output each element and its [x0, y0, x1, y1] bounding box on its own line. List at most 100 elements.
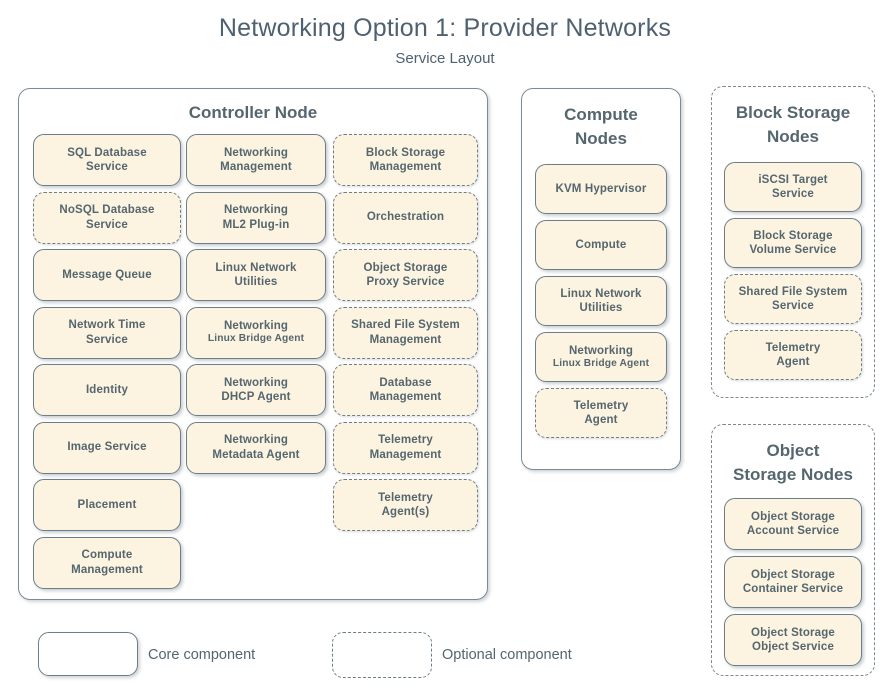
box-label-line1: Networking	[223, 434, 289, 447]
controller-c1-placement[interactable]: Placement	[33, 479, 181, 531]
box-label-line1: Object Storage	[751, 626, 835, 639]
box-label-line1: Networking	[223, 320, 289, 333]
box-label-line1: Networking	[223, 204, 289, 217]
box-label-line2: DHCP Agent	[221, 391, 291, 403]
legend-optional-label: Optional component	[442, 647, 572, 663]
box-label-line1: Image Service	[67, 441, 147, 454]
panel-object-storage-nodes-title-line2: Storage Nodes	[733, 465, 853, 484]
panel-block-storage-nodes-title-line1: Block Storage	[735, 103, 851, 122]
page-subtitle: Service Layout	[395, 50, 495, 67]
box-label-line1: Object Storage	[751, 568, 835, 581]
controller-c1-message-queue[interactable]: Message Queue	[33, 249, 181, 301]
box-label-line2: Management	[369, 448, 442, 461]
controller-c1-identity[interactable]: Identity	[33, 364, 181, 416]
panel-block-storage-nodes-title-line2: Nodes	[767, 127, 819, 146]
box-label-line1: Shared File System	[351, 319, 460, 332]
box-label-line1: Message Queue	[62, 268, 152, 281]
box-label-line1: Shared File System	[738, 285, 848, 298]
compute-kvm-hypervisor[interactable]: KVM Hypervisor	[535, 164, 667, 214]
box-label-line2: Account Service	[746, 525, 840, 537]
box-label-line1: Compute	[81, 549, 133, 562]
panel-compute-nodes-title-line1: Compute	[564, 105, 638, 124]
box-label-line1: Linux Network	[215, 261, 297, 274]
box-label-line2: Object Service	[751, 641, 834, 653]
legend-core-swatch	[38, 632, 138, 676]
legend-core-label: Core component	[148, 647, 256, 663]
box-label-line2: Volume Service	[749, 244, 837, 256]
box-label-line2: Proxy Service	[366, 276, 445, 288]
box-label-line1: Placement	[77, 498, 137, 511]
box-label-line1: Telemetry	[765, 341, 821, 354]
box-label-line1: Linux Network	[560, 287, 642, 300]
box-label-line1: Database	[379, 376, 432, 389]
box-label-line1: NoSQL Database	[59, 204, 155, 217]
box-label-line1: Identity	[85, 383, 129, 396]
box-label-line2: Utilities	[234, 276, 278, 288]
box-label-line1: Networking	[223, 376, 289, 389]
box-label-line2: Agent	[776, 356, 810, 368]
box-label-line1: Object Storage	[751, 510, 835, 523]
box-label-line1: Orchestration	[366, 211, 445, 224]
compute-compute[interactable]: Compute	[535, 220, 667, 270]
panel-object-storage-nodes-title-line1: Object	[766, 441, 820, 460]
box-label-line2: Agent(s)	[381, 506, 430, 518]
box-label-line1: Telemetry	[378, 434, 433, 447]
box-label-line2: Management	[369, 391, 442, 403]
controller-c1-image-service[interactable]: Image Service	[33, 421, 181, 474]
box-label-line1: Telemetry	[378, 491, 433, 504]
box-label-line2: Metadata Agent	[212, 448, 300, 461]
box-label-line2: Agent	[584, 414, 618, 426]
box-label-line2: Management	[220, 161, 292, 173]
box-label-line2: Linux Bridge Agent	[552, 357, 650, 369]
box-label-line2: Management	[369, 333, 442, 346]
box-label-line1: Block Storage	[753, 229, 833, 242]
box-label-line1: Compute	[575, 238, 627, 251]
box-label-line1: KVM Hypervisor	[555, 182, 647, 195]
box-label-line2: Service	[86, 218, 128, 231]
controller-c3-orchestration[interactable]: Orchestration	[333, 191, 478, 244]
panel-compute-nodes-title-line2: Nodes	[575, 129, 627, 148]
box-label-line2: Container Service	[742, 583, 844, 595]
box-label-line2: Service	[86, 333, 128, 346]
box-label-line1: iSCSI Target	[758, 173, 828, 186]
box-label-line1: Networking	[223, 146, 289, 159]
box-label-line1: Telemetry	[573, 399, 629, 412]
box-label-line2: Service	[86, 161, 128, 173]
box-label-line2: Linux Bridge Agent	[207, 333, 305, 345]
box-label-line2: ML2 Plug-in	[222, 218, 290, 231]
box-label-line2: Management	[71, 563, 143, 576]
page-title: Networking Option 1: Provider Networks	[218, 14, 672, 42]
box-label-line1: Networking	[568, 344, 634, 357]
box-label-line1: Object Storage	[363, 261, 448, 274]
legend-optional-swatch	[332, 632, 432, 678]
panel-controller-node-title: Controller Node	[188, 103, 318, 122]
box-label-line2: Management	[369, 161, 442, 173]
